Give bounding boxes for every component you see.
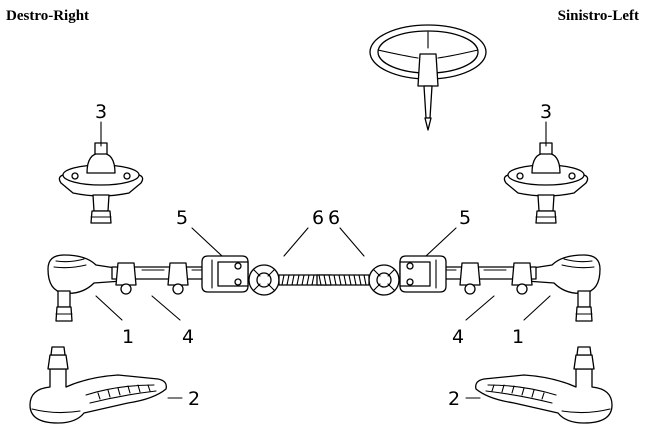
callout-2-right: 2: [448, 388, 460, 410]
steering-arm-right: [475, 346, 613, 424]
header-right-side-label: Destro-Right: [6, 8, 90, 24]
ball-joint-right: [503, 142, 589, 224]
callout-6-left: 6: [312, 207, 324, 229]
rod-end-right: [316, 264, 400, 296]
callout-4-right: 4: [452, 326, 464, 348]
ball-joint-left: [58, 142, 144, 224]
callout-3-left: 3: [95, 101, 107, 123]
clevis-left: [201, 255, 249, 293]
tie-rod-end-left: [47, 254, 123, 322]
callout-3-right: 3: [540, 101, 552, 123]
callout-1-left: 1: [122, 326, 134, 348]
callout-5-right: 5: [459, 207, 471, 229]
callout-4-left: 4: [182, 326, 194, 348]
steering-wheel: [369, 24, 487, 131]
callout-6-right: 6: [328, 207, 340, 229]
callout-1-right: 1: [512, 326, 524, 348]
leader-lines: [95, 121, 551, 399]
callout-2-left: 2: [188, 388, 200, 410]
callout-5-left: 5: [176, 207, 188, 229]
clevis-right: [399, 255, 447, 293]
tie-rod-end-right: [525, 254, 601, 322]
steering-arm-left: [29, 346, 167, 424]
header-left-side-label: Sinistro-Left: [557, 8, 639, 24]
